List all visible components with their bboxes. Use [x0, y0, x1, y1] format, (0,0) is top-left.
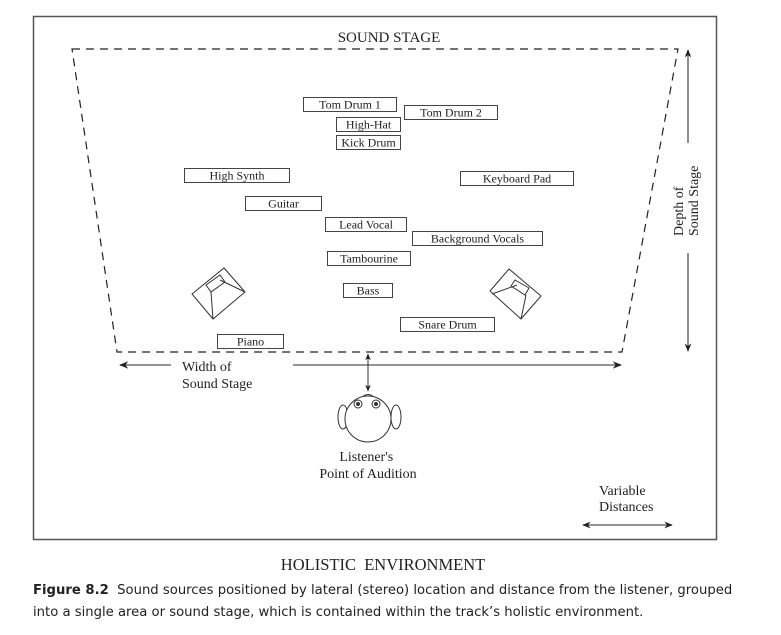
source-tom-drum-1: Tom Drum 1 [303, 97, 397, 112]
source-label: Keyboard Pad [483, 172, 551, 186]
figure-caption: Figure 8.2 Sound sources positioned by l… [33, 580, 733, 624]
source-piano: Piano [217, 334, 284, 349]
source-guitar: Guitar [245, 196, 322, 211]
caption-text: Sound sources positioned by lateral (ste… [33, 583, 733, 620]
left-speaker-icon [191, 267, 246, 320]
source-tom-drum-2: Tom Drum 2 [404, 105, 498, 120]
source-label: Tambourine [340, 252, 398, 266]
source-bass: Bass [343, 283, 393, 298]
source-kick-drum: Kick Drum [336, 135, 401, 150]
right-speaker-icon [489, 268, 542, 320]
source-tambourine: Tambourine [327, 251, 411, 266]
source-label: Lead Vocal [339, 218, 394, 232]
sound-stage-boundary [71, 48, 679, 353]
depth-label: Depth of Sound Stage [672, 166, 702, 236]
width-label: Width of Sound Stage [182, 360, 252, 392]
source-label: Bass [357, 284, 380, 298]
source-label: Tom Drum 1 [319, 98, 381, 112]
variable-distances-label: Variable Distances [599, 484, 653, 515]
source-high-synth: High Synth [184, 168, 290, 183]
source-label: Kick Drum [341, 136, 396, 150]
source-label: Tom Drum 2 [420, 106, 482, 120]
source-background-vocals: Background Vocals [412, 231, 543, 246]
source-high-hat: High-Hat [336, 117, 401, 132]
source-label: Guitar [268, 197, 299, 211]
source-label: High-Hat [346, 118, 392, 132]
figure-number: Figure 8.2 [33, 583, 109, 598]
source-keyboard-pad: Keyboard Pad [460, 171, 574, 186]
source-label: Snare Drum [418, 318, 477, 332]
source-label: Background Vocals [431, 232, 525, 246]
sound-stage-title: SOUND STAGE [338, 30, 441, 46]
sound-sources: Tom Drum 1 Tom Drum 2 High-Hat Kick Drum… [184, 97, 574, 349]
holistic-environment-frame [32, 15, 718, 541]
source-snare-drum: Snare Drum [400, 317, 495, 332]
holistic-environment-label: HOLISTIC ENVIRONMENT [281, 555, 485, 574]
source-label: High Synth [209, 169, 264, 183]
listener-label: Listener's Point of Audition [319, 450, 416, 482]
listener-head-icon [337, 394, 402, 443]
source-lead-vocal: Lead Vocal [325, 217, 407, 232]
source-label: Piano [237, 335, 264, 349]
